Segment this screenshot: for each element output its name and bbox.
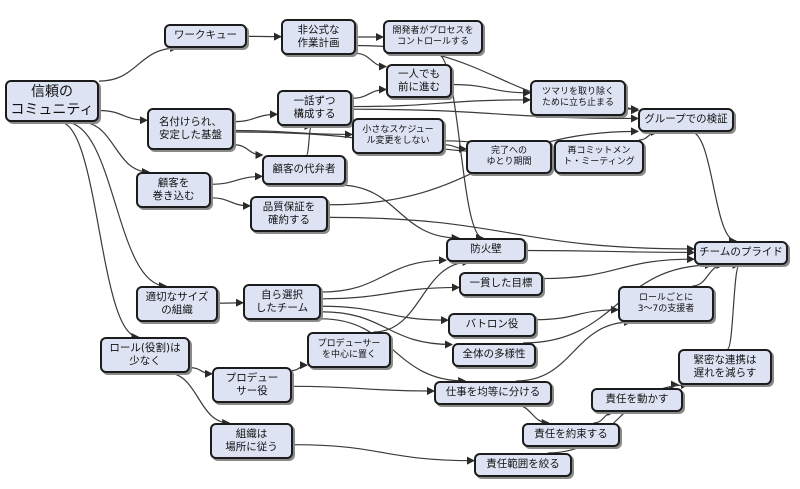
- edge-alone-to-stuck: [451, 83, 531, 97]
- node-no-small-schedule-change: 小さなスケジュー ル変更をしない: [352, 118, 444, 154]
- edge-selfselect-to-diversity: [320, 311, 453, 349]
- edge-qa-to-pride: [327, 216, 695, 253]
- edge-trust-to-workqueue: [98, 44, 179, 82]
- edge-divide-to-promise: [515, 404, 550, 427]
- node-informal-plan: 非公式な 作業計画: [281, 19, 356, 55]
- node-developer-controls-process: 開発者がプロセスを コントロールする: [383, 20, 483, 54]
- edge-stuck-to-groupcheck: [625, 106, 639, 115]
- edge-narrow-to-tight: [547, 381, 689, 454]
- edge-engage-to-qa: [210, 197, 251, 210]
- edge-tight-to-pride: [726, 261, 741, 350]
- edge-producer-to-divide: [291, 385, 435, 396]
- edge-selfselect-to-divide: [320, 318, 467, 385]
- edge-baton-to-rolesupport: [535, 305, 619, 321]
- node-move-responsibilities: 責任を動かす: [591, 388, 683, 412]
- node-named-stable-bases: 名付けられ、 安定した基盤: [147, 108, 234, 150]
- node-trust-community: 信頼の コミュニティ: [5, 80, 99, 122]
- edge-advocate-to-piecemeal: [304, 122, 313, 156]
- edge-divide-to-rolesupport: [516, 318, 633, 382]
- edge-engage-to-advocate: [210, 172, 263, 185]
- node-commit-responsibility: 責任を約束する: [522, 423, 620, 447]
- edge-trust-to-engage: [80, 121, 150, 176]
- edge-recommit-to-groupcheck: [638, 128, 659, 141]
- node-tight-coupling-reduces-delay: 緊密な連携は 遅れを減らす: [678, 349, 772, 385]
- node-narrow-responsibility-scope: 責任範囲を絞る: [474, 453, 572, 477]
- node-recommitment-meeting: 再コミットメン ト・ミーティング: [554, 140, 644, 174]
- edge-piecemeal-to-alone: [351, 85, 387, 99]
- node-engage-quality-assurance: 品質保証を 確約する: [250, 196, 328, 232]
- node-someone-always-makes-progress: 一人でも 前に進む: [386, 64, 452, 98]
- node-holistic-diversity: 全体の多様性: [452, 343, 536, 367]
- edge-named-to-advocate: [233, 144, 264, 159]
- edge-advocate-to-firewall: [338, 184, 460, 242]
- node-team-pride: チームのプライド: [694, 241, 788, 265]
- edge-rolesupport-to-pride: [692, 261, 725, 287]
- edge-promise-to-moveresp: [593, 408, 616, 424]
- edge-selfselect-to-firewall: [320, 256, 447, 293]
- edge-piecemeal-to-stuck: [351, 95, 531, 108]
- edge-piecemeal-to-groupcheck: [351, 108, 639, 123]
- node-self-selecting-team: 自ら選択 したチーム: [243, 284, 321, 320]
- node-producers-in-the-middle: プロデューサー を中心に置く: [307, 332, 391, 368]
- edge-producer-to-producercenter: [291, 361, 308, 372]
- edge-selfselect-to-consistent: [320, 283, 460, 300]
- node-few-roles: ロール(役割)は 少なく: [100, 337, 190, 373]
- edge-named-to-smallsched: [233, 129, 353, 139]
- edge-trust-to-rightsize: [64, 121, 167, 290]
- node-engage-customers: 顧客を 巻き込む: [136, 172, 211, 208]
- node-surrogate-customer: 顧客の代弁者: [262, 155, 346, 185]
- node-take-no-small-slips: ツマリを取り除く ために立ち止まる: [530, 80, 626, 116]
- edge-selfselect-to-baton: [320, 305, 449, 325]
- node-size-the-organization: 適切なサイズ の組織: [136, 286, 218, 322]
- node-unity-of-purpose: 一貫した目標: [459, 272, 543, 296]
- node-completion-headroom: 完了への ゆとり期間: [466, 140, 552, 174]
- edge-smallsched-to-completion: [443, 144, 467, 153]
- node-work-queue: ワークキュー: [164, 24, 247, 48]
- node-producer-roles: プロデュー サー役: [212, 367, 292, 403]
- node-firewalls: 防火壁: [446, 238, 526, 262]
- edge-trust-to-fewroles: [59, 121, 140, 341]
- node-divide-work-evenly: 仕事を均等に分ける: [434, 381, 552, 405]
- node-group-validation: グループでの検証: [638, 108, 734, 132]
- node-baton-role: バトロン役: [448, 313, 536, 337]
- node-build-piecemeal: 一話ずつ 構成する: [277, 90, 352, 126]
- edge-groupcheck-to-pride: [690, 131, 738, 245]
- edge-orgloc-to-narrow: [292, 444, 475, 465]
- edge-firewall-to-pride: [525, 248, 695, 257]
- edge-fewroles-to-orgloc: [167, 372, 231, 427]
- edge-trust-to-named: [98, 109, 148, 125]
- edge-producercenter-to-firewall: [373, 258, 471, 333]
- node-three-to-seven-helpers-per-role: ロールごとに 3～7の支援者: [618, 286, 714, 322]
- edge-diversity-to-pride: [523, 261, 713, 344]
- edge-informal-to-alone: [355, 52, 387, 71]
- edge-consistent-to-pride: [542, 255, 695, 280]
- edge-named-to-piecemeal: [233, 110, 278, 123]
- edge-fewroles-to-producer: [189, 367, 213, 378]
- node-organization-follows-location: 組織は 場所に従う: [210, 423, 293, 459]
